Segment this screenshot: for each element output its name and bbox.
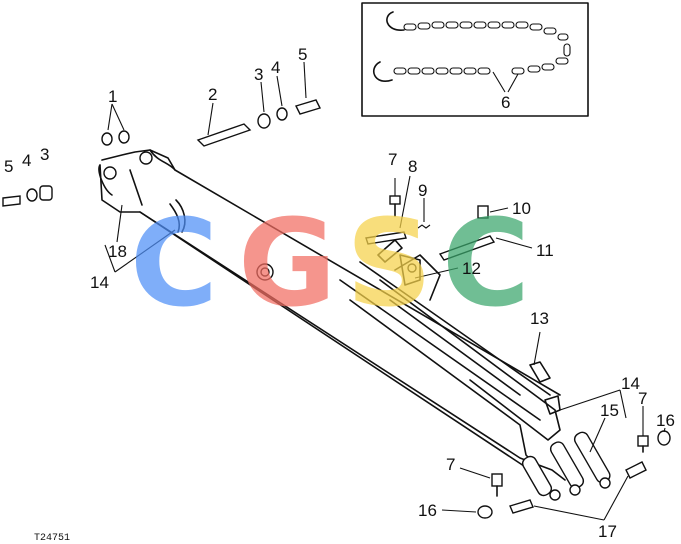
callout-5-left: 5 bbox=[4, 157, 13, 176]
callout-16-bottom: 16 bbox=[418, 501, 437, 520]
callout-2: 2 bbox=[208, 85, 217, 104]
watermark-letter-3: S bbox=[346, 195, 432, 334]
boom bbox=[98, 149, 611, 501]
loose-parts bbox=[2, 99, 671, 519]
callout-3-left: 3 bbox=[40, 145, 49, 164]
callout-6: 6 bbox=[501, 93, 510, 112]
callout-17: 17 bbox=[598, 522, 617, 541]
callout-16-right: 16 bbox=[656, 411, 675, 430]
callout-7-right: 7 bbox=[638, 389, 647, 408]
callout-4-top: 4 bbox=[271, 58, 280, 77]
callout-13: 13 bbox=[530, 309, 549, 328]
watermark: C G S C bbox=[130, 195, 530, 334]
callout-18: 18 bbox=[108, 242, 127, 261]
figure-code: T24751 bbox=[34, 533, 70, 544]
watermark-letter-4: C bbox=[442, 195, 530, 334]
callout-14-right: 14 bbox=[621, 374, 640, 393]
callout-7-bottom: 7 bbox=[446, 455, 455, 474]
callouts: 1 2 3 4 5 5 4 3 7 8 9 10 11 12 13 14 15 … bbox=[4, 45, 675, 541]
callout-14-left: 14 bbox=[90, 273, 109, 292]
chain-inset: 6 bbox=[361, 2, 589, 117]
callout-1: 1 bbox=[108, 87, 117, 106]
watermark-letter-1: C bbox=[130, 195, 218, 334]
callout-8: 8 bbox=[408, 157, 417, 176]
callout-11: 11 bbox=[536, 241, 554, 260]
callout-3-top: 3 bbox=[254, 65, 263, 84]
callout-5-top: 5 bbox=[298, 45, 307, 64]
callout-12: 12 bbox=[462, 259, 481, 278]
callout-15: 15 bbox=[600, 401, 619, 420]
leader-lines bbox=[104, 61, 666, 521]
callout-7-top: 7 bbox=[388, 150, 397, 169]
callout-9: 9 bbox=[418, 181, 427, 200]
callout-10: 10 bbox=[512, 199, 531, 218]
callout-4-left: 4 bbox=[22, 151, 31, 170]
watermark-letter-2: G bbox=[238, 195, 337, 334]
